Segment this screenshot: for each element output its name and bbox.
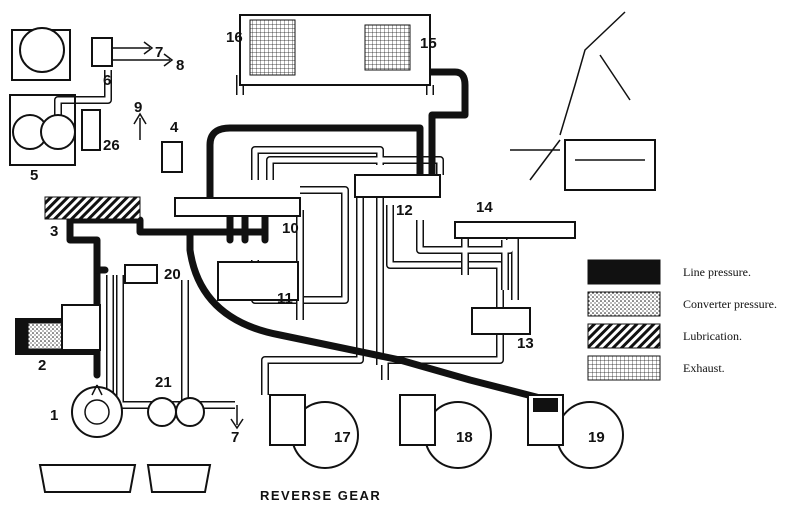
- label-4: 4: [170, 119, 179, 136]
- label-15: 15: [420, 35, 437, 52]
- label-10: 10: [282, 220, 299, 237]
- open-passages: [54, 70, 519, 409]
- label-20: 20: [164, 266, 181, 283]
- outlet-label-7-bottom: 7: [231, 429, 239, 446]
- outlet-label-8: 8: [176, 57, 184, 74]
- label-12: 12: [396, 202, 413, 219]
- valve-4: [161, 141, 183, 173]
- label-1: 1: [50, 407, 58, 424]
- outlet-label-9: 9: [134, 99, 142, 116]
- valve-6: [91, 37, 113, 67]
- valve-11: [217, 261, 299, 301]
- label-11: 11: [277, 290, 293, 307]
- label-26: 26: [103, 137, 120, 154]
- label-6: 6: [103, 72, 111, 89]
- outlet-arrows: [112, 41, 244, 430]
- valve-14: [454, 221, 576, 239]
- valve-3: [44, 196, 141, 220]
- label-16: 16: [226, 29, 243, 46]
- sumps: [38, 464, 212, 493]
- valve-20: [124, 264, 158, 284]
- band-19: [527, 394, 624, 469]
- legend-swatch-exhaust: [587, 355, 661, 381]
- valve-12: [354, 174, 441, 198]
- legend: Line pressure. Converter pressure. Lubri…: [587, 259, 777, 381]
- band-17: [269, 394, 359, 469]
- label-19: 19: [588, 429, 605, 446]
- legend-swatch-line-pressure: [587, 259, 661, 285]
- front-pump: [71, 384, 123, 438]
- label-13: 13: [517, 335, 534, 352]
- label-14: 14: [476, 199, 493, 216]
- servo-block: [239, 14, 431, 86]
- pressure-regulator: [15, 304, 101, 355]
- legend-swatch-converter-pressure: [587, 291, 661, 317]
- label-2: 2: [38, 357, 46, 374]
- valve-10: [174, 197, 301, 217]
- legend-label-exhaust: Exhaust.: [683, 361, 725, 375]
- throttle-linkage: [510, 11, 656, 191]
- valve-26: [81, 109, 101, 151]
- diagram-caption: REVERSE GEAR: [260, 488, 381, 503]
- valve-13: [471, 307, 531, 335]
- label-21: 21: [155, 374, 172, 391]
- legend-swatch-lubrication: [587, 323, 661, 349]
- rear-pump: [147, 397, 205, 427]
- label-18: 18: [456, 429, 473, 446]
- outlet-label-7-top: 7: [155, 44, 163, 61]
- band-18: [399, 394, 492, 469]
- converter-assembly: [9, 27, 76, 166]
- legend-label-line-pressure: Line pressure.: [683, 265, 751, 279]
- label-5: 5: [30, 167, 38, 184]
- legend-label-converter-pressure: Converter pressure.: [683, 297, 777, 311]
- label-3: 3: [50, 223, 58, 240]
- label-17: 17: [334, 429, 351, 446]
- legend-label-lubrication: Lubrication.: [683, 329, 742, 343]
